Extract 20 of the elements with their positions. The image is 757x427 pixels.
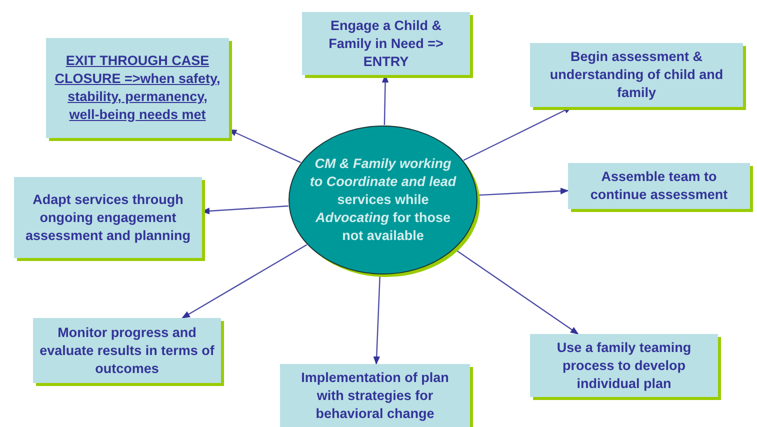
process-box: [33, 318, 221, 383]
process-box: [530, 334, 718, 397]
process-box: [46, 38, 229, 138]
box-text: EXIT THROUGH CASE CLOSURE =>when safety, stability, permanency, well-being needs met: [54, 52, 222, 124]
arrow: [373, 274, 381, 365]
box-text: Assemble team to continue assessment: [589, 168, 729, 204]
box-text: Implementation of plan with strategies for behavioral change: [300, 368, 450, 422]
box-text: Use a family teaming process to develop individual plan: [556, 338, 692, 392]
box-text: Monitor progress and evaluate results in terms of outcomes: [39, 324, 215, 378]
process-box: [14, 177, 202, 258]
process-box: [280, 364, 470, 427]
process-box: [568, 163, 750, 209]
box-text: Engage a Child & Family in Need => ENTRY: [328, 16, 444, 70]
arrow: [182, 244, 308, 319]
process-box: [302, 12, 470, 75]
process-box: [530, 43, 743, 107]
center-text: CM & Family working to Coordinate and lead services while Advocating for those not available: [308, 155, 458, 245]
box-text: Begin assessment & understanding of child and family: [548, 48, 724, 102]
arrow: [478, 188, 569, 196]
box-text: Adapt services through ongoing engagement assessment and planning: [24, 190, 192, 244]
